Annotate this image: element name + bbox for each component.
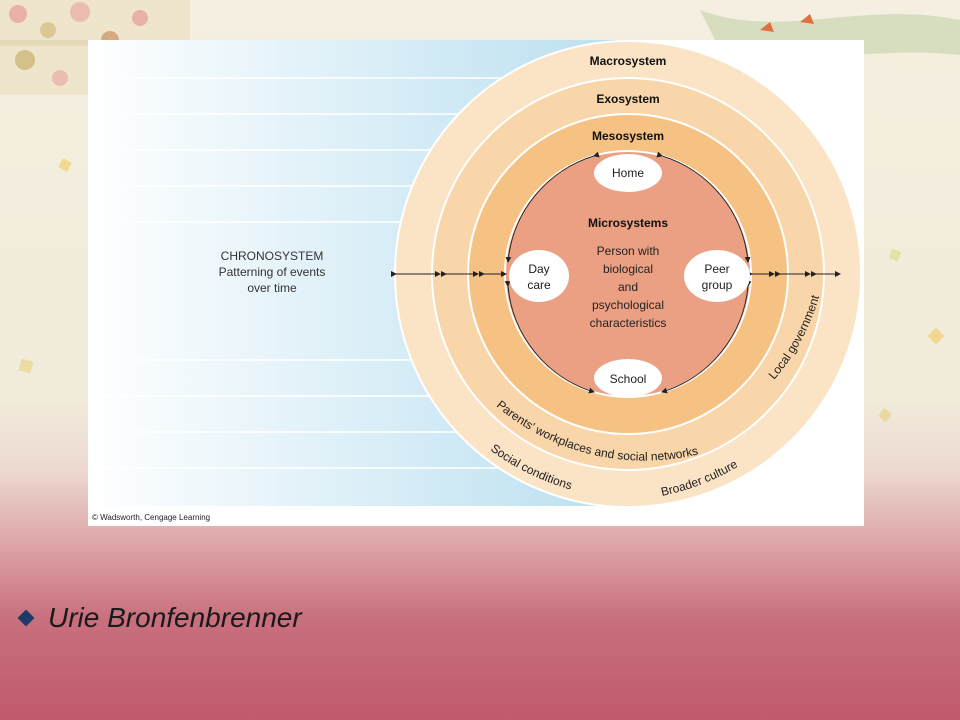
daycare-label-2: care: [527, 278, 551, 292]
person-line-5: characteristics: [590, 316, 667, 330]
home-node: Home: [594, 154, 662, 192]
ecological-systems-diagram: Macrosystem Exosystem Mesosystem Microsy…: [88, 40, 862, 508]
mesosystem-label: Mesosystem: [592, 129, 664, 143]
person-description: Person with biological and psychological…: [590, 244, 667, 330]
peer-label-2: group: [702, 278, 733, 292]
chronosystem-title: CHRONOSYSTEM: [221, 249, 324, 263]
bronfenbrenner-figure: Macrosystem Exosystem Mesosystem Microsy…: [88, 40, 864, 526]
school-label: School: [610, 372, 647, 386]
diamond-bullet-icon: [17, 609, 35, 627]
person-line-2: biological: [603, 262, 653, 276]
person-line-4: psychological: [592, 298, 664, 312]
macrosystem-label: Macrosystem: [590, 54, 667, 68]
exosystem-label: Exosystem: [596, 92, 659, 106]
chronosystem-text: CHRONOSYSTEM Patterning of events over t…: [219, 249, 326, 295]
bullet-text: Urie Bronfenbrenner: [48, 602, 302, 633]
school-node: School: [594, 359, 662, 397]
person-line-1: Person with: [597, 244, 660, 258]
mesosystem-arrows: [504, 151, 752, 394]
chronosystem-line-1: Patterning of events: [219, 265, 326, 279]
peer-group-node: Peer group: [684, 250, 750, 302]
microsystems-label: Microsystems: [588, 216, 668, 230]
daycare-label-1: Day: [528, 262, 549, 276]
peer-label-1: Peer: [704, 262, 729, 276]
chronosystem-line-2: over time: [247, 281, 297, 295]
copyright-notice: © Wadsworth, Cengage Learning: [92, 513, 211, 522]
bullet-item: Urie Bronfenbrenner: [17, 598, 302, 638]
daycare-node: Day care: [509, 250, 569, 302]
person-line-3: and: [618, 280, 638, 294]
home-label: Home: [612, 166, 644, 180]
